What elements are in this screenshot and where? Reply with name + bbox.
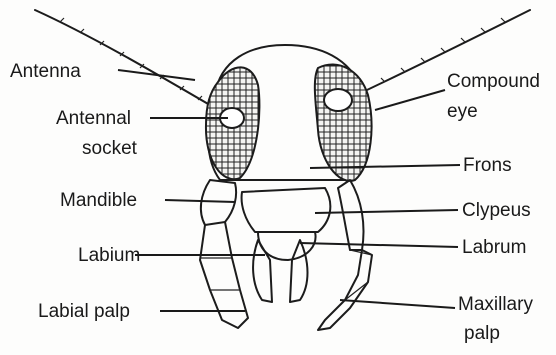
label-mandible: Mandible [60,190,137,211]
label-labrum: Labrum [462,237,526,258]
left-labial-palp [200,222,248,328]
right-maxilla [318,180,372,330]
clypeus [242,188,331,232]
label-antennal-socket-line1: Antennal [56,108,131,129]
label-antenna: Antenna [10,61,81,82]
label-labial-palp: Labial palp [38,301,130,322]
right-antennal-socket [324,89,352,111]
labium [253,240,307,302]
label-frons: Frons [463,155,512,176]
label-compound-eye-line2: eye [447,101,478,122]
right-compound-eye [315,64,372,180]
left-antenna [35,10,215,108]
label-labium: Labium [78,245,140,266]
label-antennal-socket-line2: socket [82,138,138,159]
label-compound-eye-line1: Compound [447,71,540,92]
label-clypeus: Clypeus [462,200,531,221]
label-maxillary-palp-line2: palp [464,323,500,344]
label-maxillary-palp-line1: Maxillary [458,294,533,315]
